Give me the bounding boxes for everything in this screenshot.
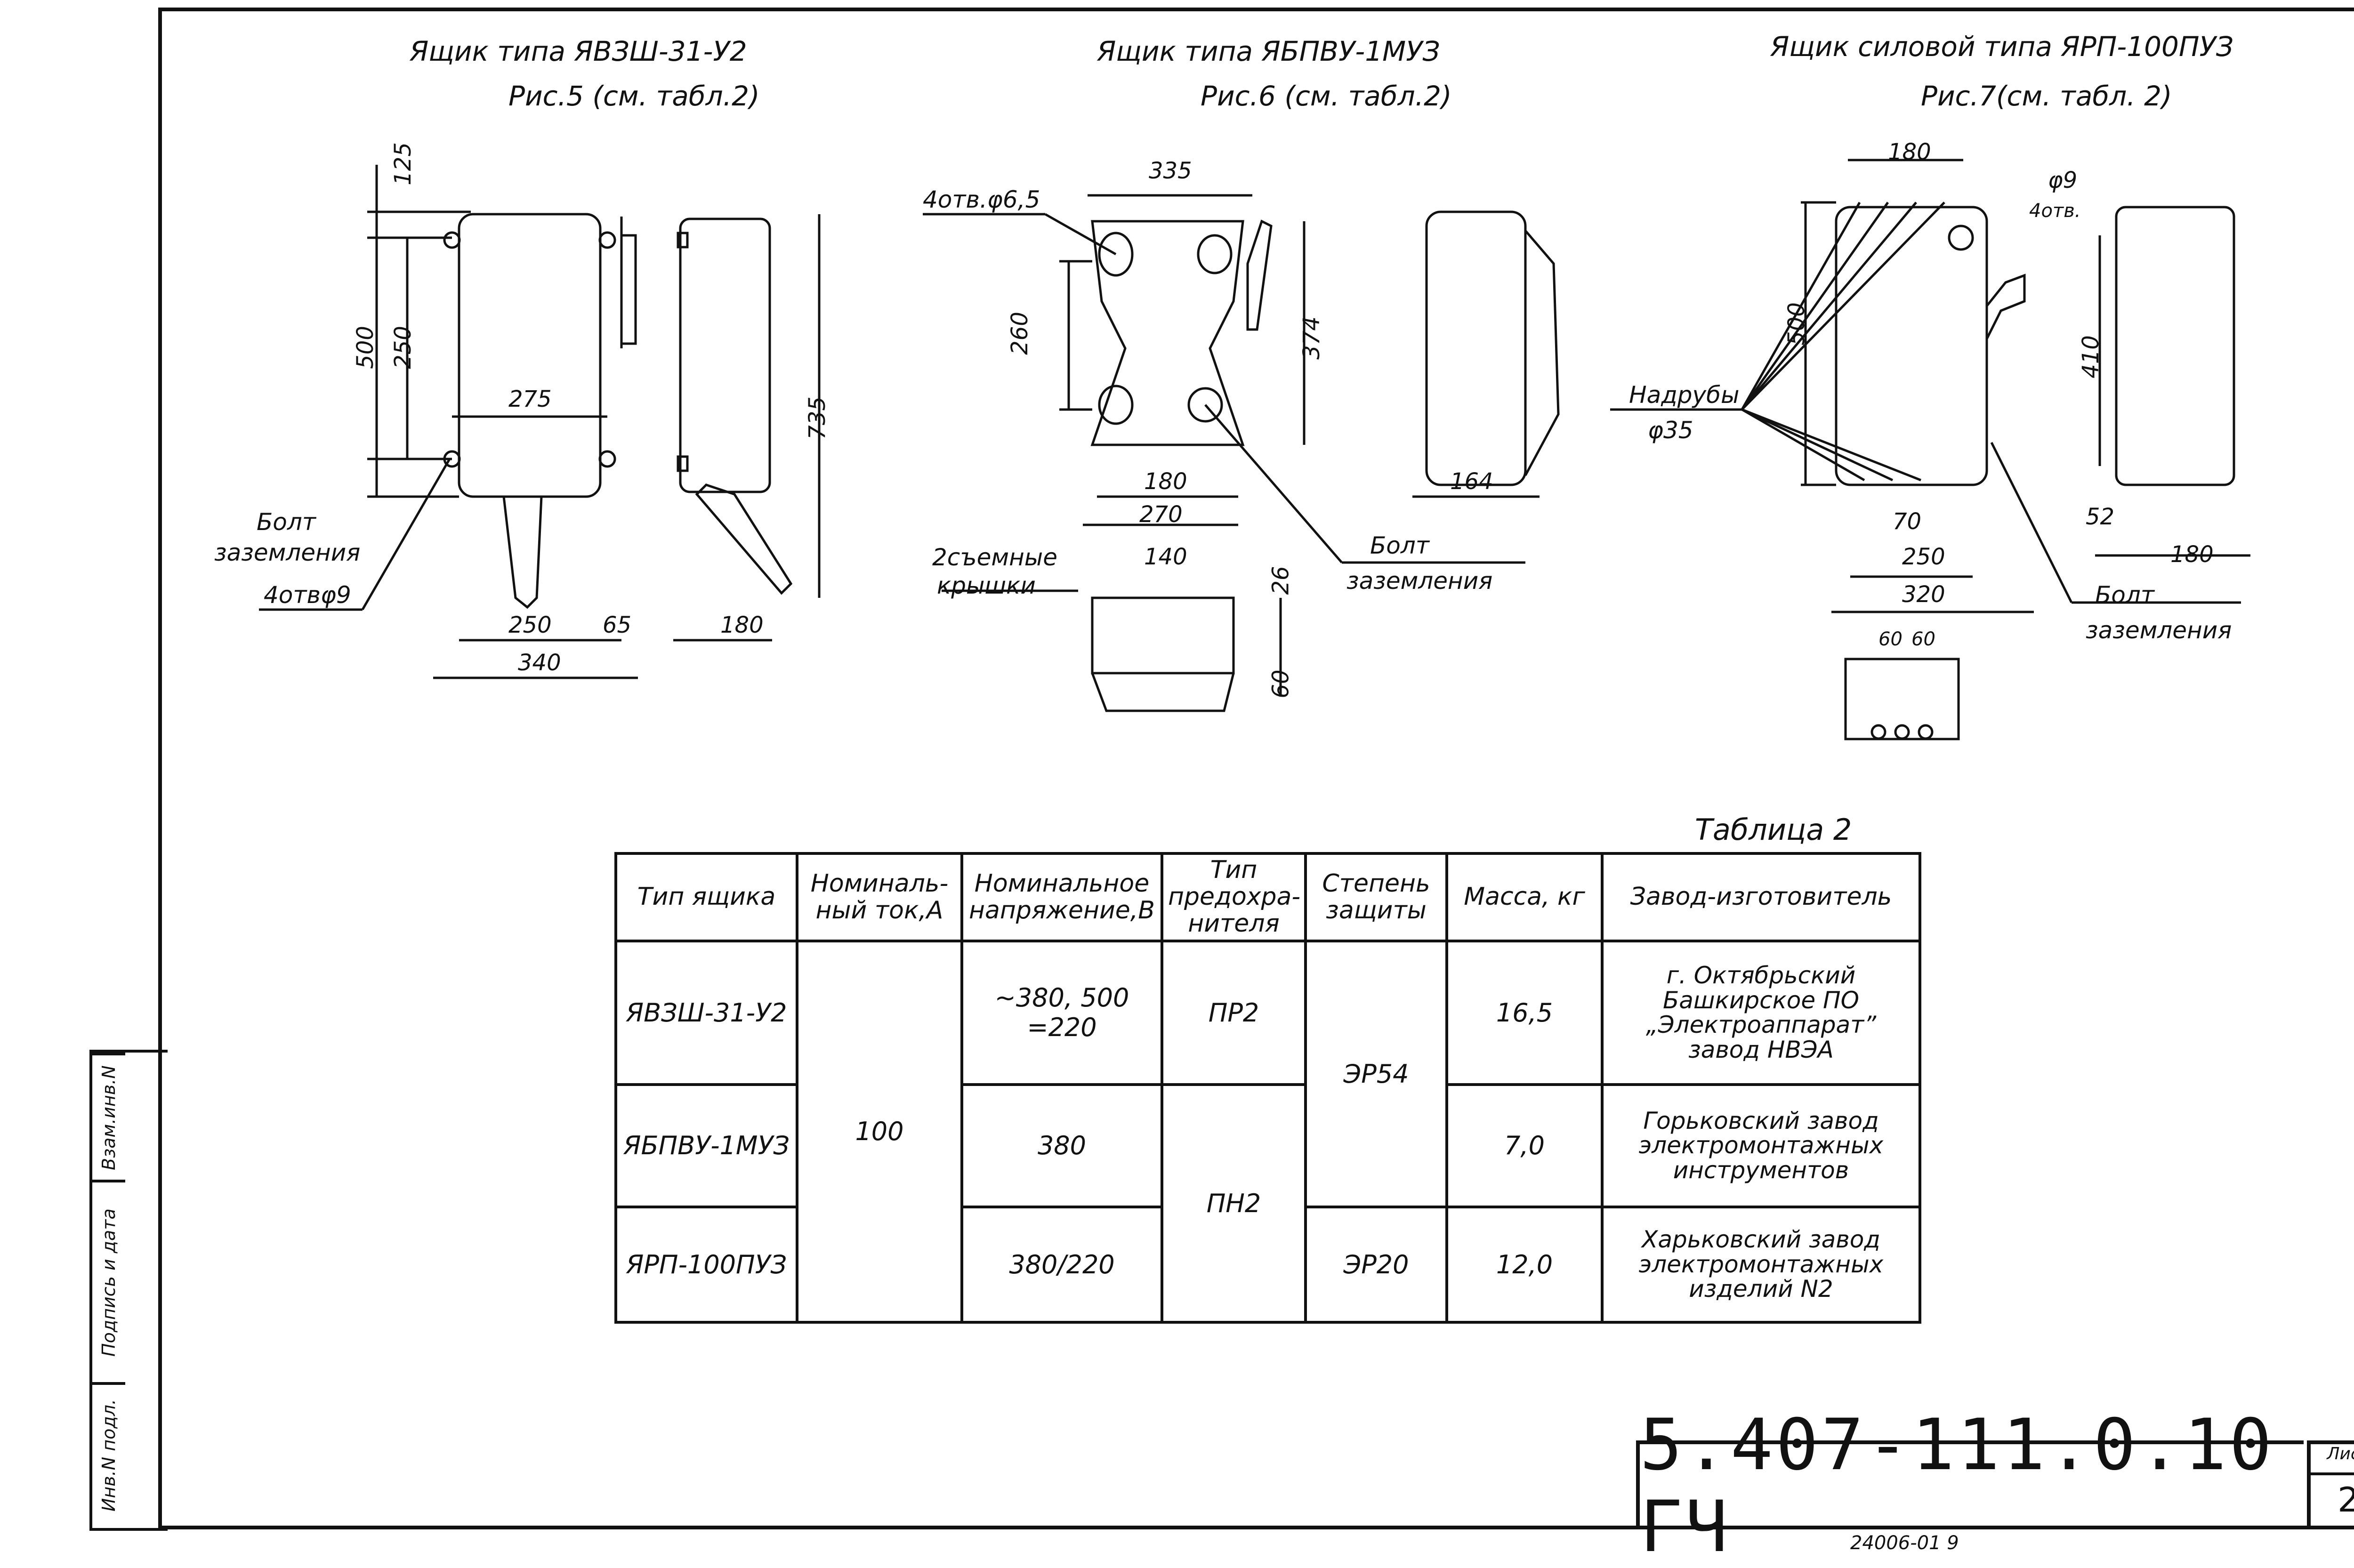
dim-label: 275 xyxy=(508,386,552,412)
dim-label: 180 xyxy=(1144,468,1187,495)
dim-label: 164 xyxy=(1450,468,1493,495)
drawing-code: 5.407-111.0.10 ГЧ xyxy=(1636,1404,2304,1568)
figure-5-subtitle: Рис.5 (см. табл.2) xyxy=(508,80,760,112)
voltage-line: ~380, 500 xyxy=(994,983,1129,1013)
cell-mass: 16,5 xyxy=(1445,939,1604,1086)
column-header: Номиналь-ный ток,А xyxy=(796,852,963,942)
column-header: Масса, кг xyxy=(1445,852,1604,942)
dim-label: 125 xyxy=(389,142,416,185)
dim-label: 320 xyxy=(1902,581,1945,608)
figure-7-drawing xyxy=(1610,159,2250,740)
sheet-label: Лист xyxy=(2311,1444,2354,1475)
cell-mass: 12,0 xyxy=(1445,1205,1604,1324)
dim-label: 340 xyxy=(518,650,561,676)
dim-label: 180 xyxy=(1888,139,1931,165)
cell-type: ЯБПВУ-1МУЗ xyxy=(614,1083,798,1208)
note-covers: 2съемные xyxy=(932,544,1058,571)
dim-label: 500 xyxy=(352,326,379,369)
figure-5-title: Ящик типа ЯВЗШ-31-У2 xyxy=(410,35,747,67)
dim-label: 735 xyxy=(804,396,830,440)
column-header: Завод-изготовитель xyxy=(1601,852,1921,942)
dim-label: 500 xyxy=(1783,302,1810,346)
note-knockouts: Надрубы xyxy=(1629,381,1740,409)
dim-label: 140 xyxy=(1144,544,1187,570)
cell-mass: 7,0 xyxy=(1445,1083,1604,1208)
table-row: ЯВЗШ-31-У2 100 ~380, 500 =220 ПР2 ЭР54 1… xyxy=(614,939,1921,1324)
note-holes: 4отв. xyxy=(2029,200,2081,222)
dim-label: 60 xyxy=(1878,628,1903,650)
note-bolt: Болт xyxy=(2095,581,2154,609)
table-caption: Таблица 2 xyxy=(1695,812,1852,847)
cell-maker: Харьковский завод электромонтажных издел… xyxy=(1601,1205,1921,1324)
note-knockouts: φ35 xyxy=(1648,417,1693,444)
dim-label: 180 xyxy=(2170,541,2214,568)
table-row: ЯБПВУ-1МУЗ 380 ПН2 7,0 Горьковский завод… xyxy=(614,1083,1921,1324)
figure-6-subtitle: Рис.6 (см. табл.2) xyxy=(1201,80,1452,112)
note-bolt: Болт xyxy=(1370,532,1429,559)
dim-label: 180 xyxy=(720,612,764,638)
sheet-frame xyxy=(158,8,2354,1529)
cell-maker: г. Октябрьский Башкирское ПО „Электроапп… xyxy=(1601,939,1921,1086)
figure-5-drawing xyxy=(259,165,821,679)
note-bolt: Болт xyxy=(257,508,316,536)
dim-label: 410 xyxy=(2077,335,2104,378)
column-header: Тип ящика xyxy=(614,852,798,942)
figure-6-title: Ящик типа ЯБПВУ-1МУЗ xyxy=(1097,35,1440,67)
cell-current: 100 xyxy=(796,939,963,1324)
cell-voltage: 380 xyxy=(960,1083,1163,1208)
dim-label: 250 xyxy=(508,612,552,638)
dim-label: 70 xyxy=(1893,508,1922,535)
cell-type: ЯРП-100ПУЗ xyxy=(614,1205,798,1324)
side-strip-cell: Подпись и дата xyxy=(92,1180,125,1383)
cell-type: ЯВЗШ-31-У2 xyxy=(614,939,798,1086)
note-covers: крышки xyxy=(937,572,1036,599)
sheet-number: 2 xyxy=(2338,1480,2354,1520)
cell-fuse: ПН2 xyxy=(1161,1083,1307,1324)
side-strip-cell: Взам.инв.N xyxy=(92,1053,125,1180)
cell-protection: ЭР20 xyxy=(1304,1205,1448,1324)
dim-label: 335 xyxy=(1149,158,1192,184)
spec-table: Тип ящика Номиналь-ный ток,А Номинальное… xyxy=(614,852,1921,1324)
sheet-number-box: Лист 2 xyxy=(2307,1440,2354,1528)
cell-voltage: ~380, 500 =220 xyxy=(960,939,1163,1086)
dim-label: 260 xyxy=(1006,312,1033,355)
column-header: Номинальное напряжение,В xyxy=(960,852,1163,942)
figure-6-drawing xyxy=(923,194,1560,712)
dim-label: 60 xyxy=(1267,669,1294,699)
dim-label: 374 xyxy=(1298,316,1325,360)
dim-label: 250 xyxy=(389,326,416,369)
cell-fuse: ПР2 xyxy=(1161,939,1307,1086)
figure-7-title: Ящик силовой типа ЯРП-100ПУЗ xyxy=(1770,31,2234,63)
dim-label: φ9 xyxy=(2048,167,2078,193)
dim-label: 250 xyxy=(1902,544,1945,570)
dim-label: 270 xyxy=(1139,501,1183,528)
side-strip: Инв.N подл. Подпись и дата Взам.инв.N xyxy=(89,1050,168,1531)
column-header: Тип предохра-нителя xyxy=(1161,852,1307,942)
note-holes: 4отв.φ6,5 xyxy=(923,186,1040,213)
note-holes: 4отвφ9 xyxy=(264,581,351,609)
figure-7-subtitle: Рис.7(см. табл. 2) xyxy=(1921,80,2172,112)
note-ground: заземления xyxy=(2086,617,2232,644)
table-row: ЯРП-100ПУЗ 380/220 ЭР20 12,0 Харьковский… xyxy=(614,1205,1921,1324)
cell-voltage: 380/220 xyxy=(960,1205,1163,1324)
voltage-line: =220 xyxy=(1027,1013,1097,1043)
column-header: Степень защиты xyxy=(1304,852,1448,942)
dim-label: 52 xyxy=(2086,504,2115,530)
cell-maker: Горьковский завод электромонтажных инстр… xyxy=(1601,1083,1921,1208)
dim-label: 65 xyxy=(603,612,632,638)
note-ground: заземления xyxy=(214,539,361,566)
cell-protection: ЭР54 xyxy=(1304,939,1448,1208)
note-ground: заземления xyxy=(1346,567,1493,595)
dim-label: 26 xyxy=(1267,566,1294,595)
side-strip-cell: Инв.N подл. xyxy=(92,1382,125,1526)
dim-label: 60 xyxy=(1911,628,1935,650)
footer-number: 24006-01 9 xyxy=(1850,1532,1959,1554)
